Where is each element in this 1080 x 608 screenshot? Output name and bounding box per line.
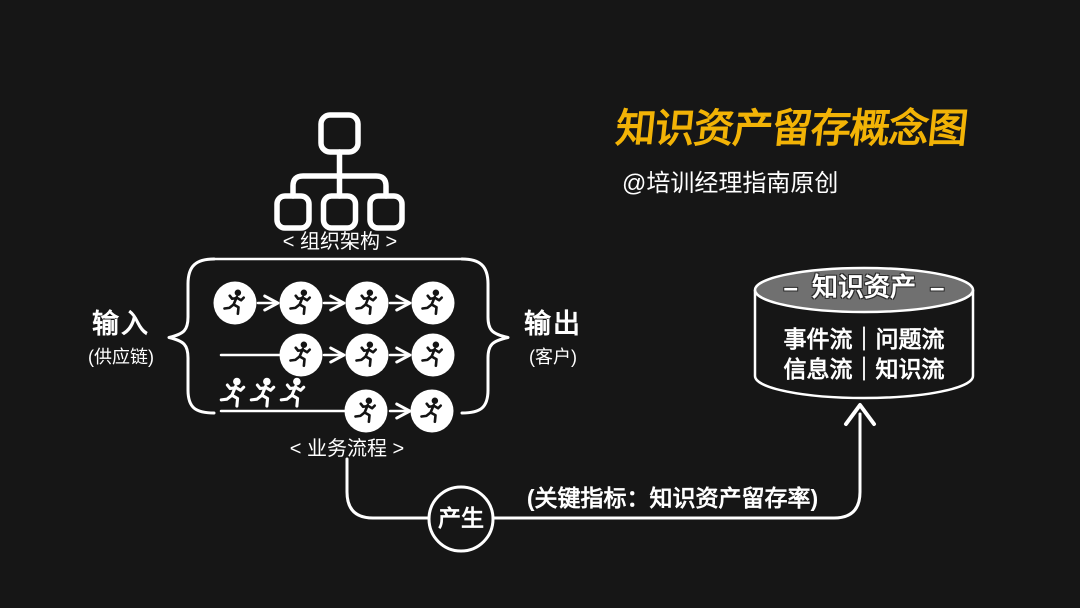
cylinder-body [753,290,975,400]
input-label: 输入 [92,309,150,339]
org-chart-icon [274,112,405,231]
asset-flow-row-1: 事件流｜问题流 [783,326,945,352]
flow-row-1 [213,281,455,325]
asset-flow-row-2: 信息流｜知识流 [783,356,945,382]
cylinder-top [753,266,975,314]
output-block: 输出 (客户) [478,309,628,368]
knowledge-db-cylinder [753,266,975,400]
asset-dash-right: – [930,272,945,302]
outline-running-person-icon [249,376,276,408]
produce-badge-label: 产生 [438,505,484,531]
kpi-label: (关键指标：知识资产留存率) [526,485,819,511]
input-sublabel: (供应链) [88,347,154,368]
right-brace [460,257,510,415]
flow-row-2 [219,333,455,377]
byline: @培训经理指南原创 [622,170,839,197]
knowledge-asset-title: – 知识资产 – [754,272,974,303]
produce-circle [427,485,495,553]
flow-row-3 [219,376,454,433]
outline-running-person-icon [219,376,246,408]
asset-title-text: 知识资产 [811,272,916,302]
asset-dash-left: – [783,272,798,302]
left-brace [167,257,216,415]
output-sublabel: (客户) [529,347,577,368]
arrow-up-head [844,403,876,426]
page-title: 知识资产留存概念图 [613,107,970,151]
process-label: < 业务流程 > [289,438,405,460]
org-chart-label: < 组织架构 > [282,231,398,253]
output-label: 输出 [524,309,582,339]
outline-running-person-icon [279,376,306,408]
input-block: 输入 (供应链) [46,309,196,368]
produce-connector-line [345,403,876,520]
